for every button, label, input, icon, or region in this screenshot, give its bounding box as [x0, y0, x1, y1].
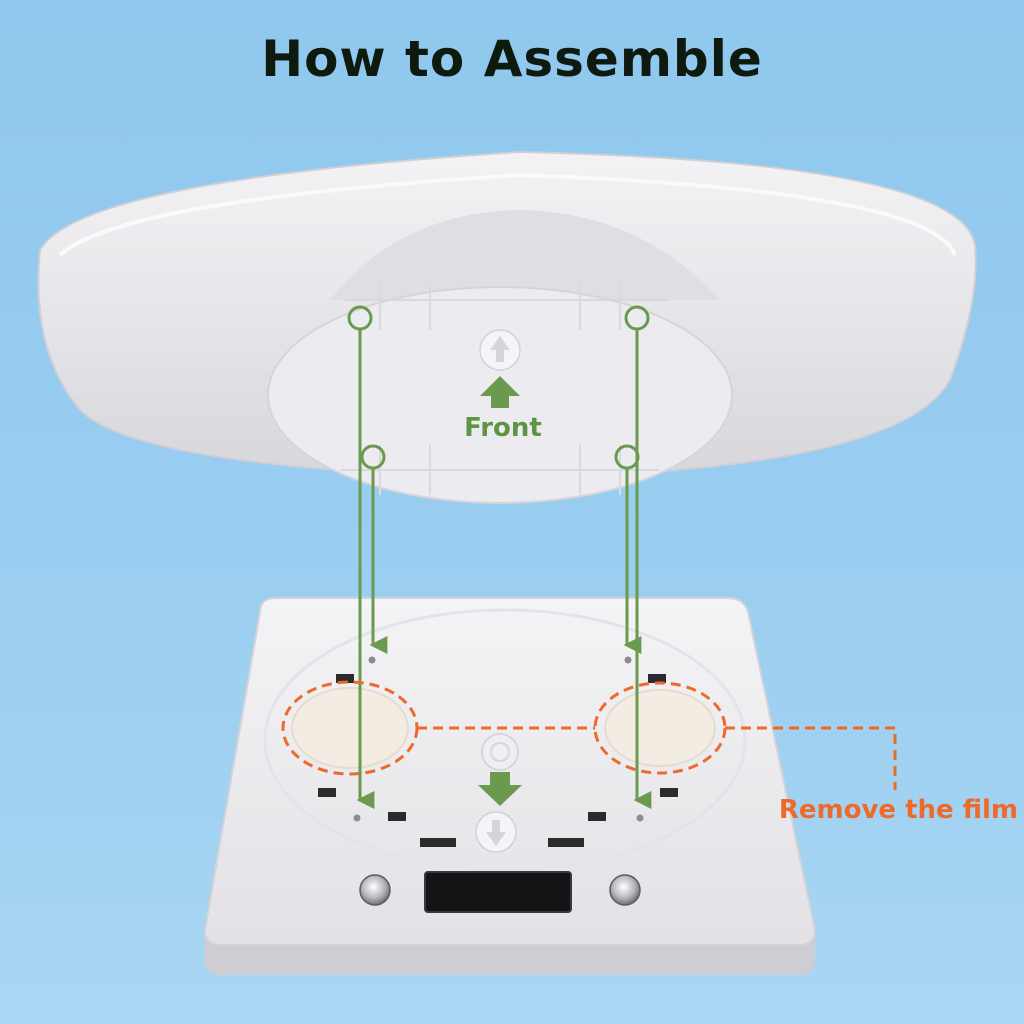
embossed-down-arrow-icon [475, 811, 517, 853]
scale-buttons [359, 874, 641, 906]
diagram-title: How to Assemble [261, 30, 763, 88]
base-platform-ring [263, 608, 747, 872]
mount-slots [318, 674, 678, 847]
front-label: Front [464, 413, 542, 443]
front-arrow-icon [480, 376, 520, 408]
scale-base [203, 597, 817, 975]
adhesive-pad-left [291, 687, 409, 769]
down-arrow-icon [478, 772, 522, 806]
weighing-tray: Front [37, 150, 977, 504]
up-arrow-icon [479, 329, 521, 371]
right-button [609, 874, 641, 906]
mounting-ribs [340, 285, 670, 495]
assembly-guide-arrows [356, 330, 652, 809]
peg-holes [347, 305, 650, 470]
tray-rim [58, 172, 957, 257]
lcd-display [424, 871, 572, 913]
base-top [203, 597, 817, 946]
indicator-circle-icon [481, 733, 519, 771]
tray-center-dome [330, 210, 720, 300]
left-button [359, 874, 391, 906]
remove-film-label: Remove the film [779, 795, 1018, 825]
base-holes [353, 656, 644, 822]
adhesive-pad-right [604, 689, 716, 767]
remove-film-callout [281, 680, 897, 790]
